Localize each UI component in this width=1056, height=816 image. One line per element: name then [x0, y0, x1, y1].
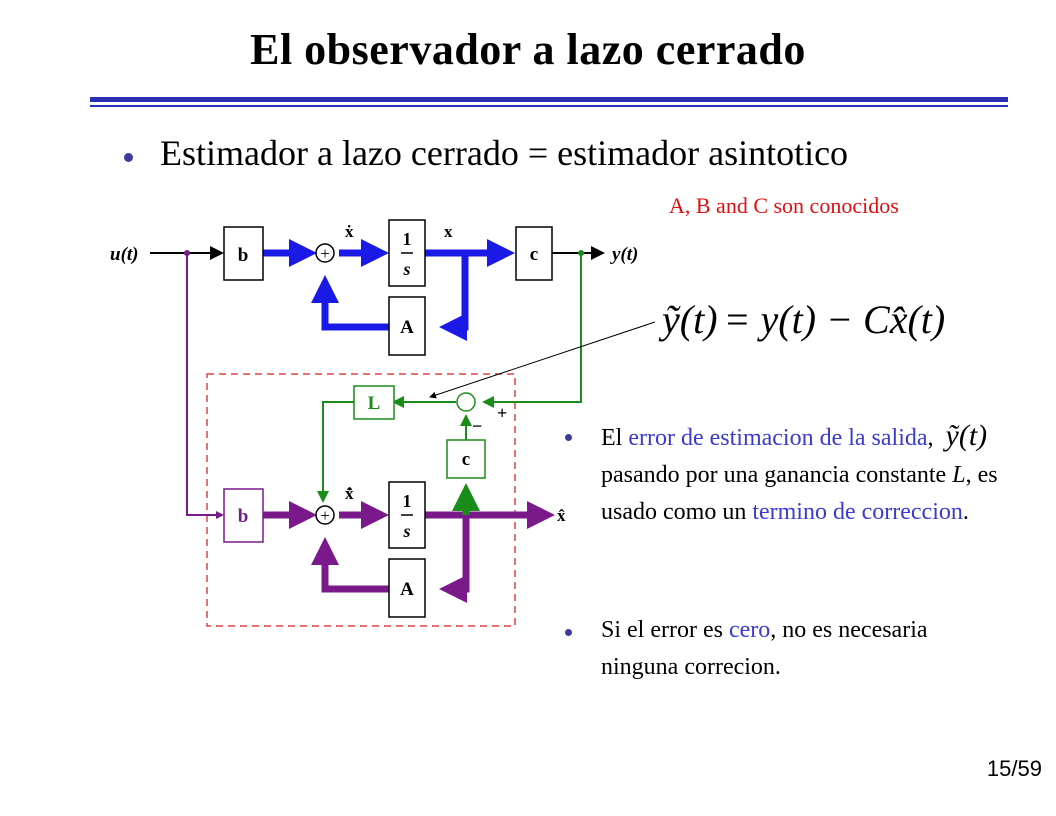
plant-b-block	[223, 226, 264, 281]
plant-x-label: x	[444, 222, 453, 241]
observer-c-block	[446, 439, 486, 479]
observer-sum-junction	[315, 505, 335, 525]
output-branch-dot	[578, 250, 584, 256]
main-bullet-text: Estimador a lazo cerrado = estimador asi…	[160, 133, 849, 173]
error-junction	[456, 392, 476, 412]
output-signal-label: y(t)	[610, 244, 638, 265]
equation-rhs: = y(t) − Cx̂(t)	[724, 297, 946, 342]
observer-A-label: A	[400, 579, 414, 600]
zero-error-bullet-text: Si el error es cero, no es necesaria nin…	[601, 617, 928, 680]
plant-sum-junction	[315, 243, 335, 263]
observer-b-label: b	[238, 506, 249, 527]
plant-sum-plus: +	[320, 244, 330, 263]
input-branch-dot	[184, 250, 190, 256]
error-minus-sign: −	[472, 416, 482, 436]
bullet-dot	[565, 629, 572, 636]
title-underline-thin	[90, 105, 1008, 107]
observer-b-block	[223, 488, 264, 543]
plant-integrator-denominator: s	[402, 259, 410, 279]
observer-integrator-denominator: s	[402, 521, 410, 541]
L-to-sum-line	[317, 401, 354, 503]
L-gain-block	[353, 385, 395, 420]
title-underline-thick	[90, 97, 1008, 102]
plant-A-to-sum	[311, 275, 389, 331]
bullet-dot	[124, 153, 133, 162]
plant-c-block	[515, 226, 553, 281]
observer-xhat-dot-label: x̂̇	[345, 484, 354, 503]
observer-A-to-sum	[311, 537, 389, 593]
observer-feedback-to-A	[439, 515, 470, 603]
plant-b-label: b	[238, 245, 249, 266]
observer-integrator-numerator: 1	[403, 491, 412, 511]
plant-integrator-numerator: 1	[403, 229, 412, 249]
plant-feedback-to-A	[439, 253, 469, 341]
observer-sum-plus: +	[320, 506, 330, 525]
slide-title: El observador a lazo cerrado	[250, 25, 806, 74]
equation-lhs: ỹ(t)	[658, 297, 718, 342]
observer-frame	[206, 373, 516, 627]
known-matrices-note: A, B and C son conocidos	[669, 193, 899, 218]
L-gain-label: L	[368, 393, 381, 414]
observer-c-label: c	[462, 449, 470, 470]
equation-pointer-arrow	[429, 321, 656, 399]
output-error-equation: ỹ(t)= y(t) − Cx̂(t)	[658, 297, 945, 342]
measured-output-line	[482, 253, 582, 408]
error-bullet-text: El error de estimacion de la salida, ỹ(t…	[601, 419, 998, 525]
observer-input-line	[186, 253, 224, 519]
plant-A-block	[388, 296, 426, 356]
observer-A-block	[388, 558, 426, 618]
page-number: 15/59	[986, 756, 1042, 781]
plant-xdot-label: ẋ	[345, 222, 354, 241]
plant-A-label: A	[400, 317, 414, 338]
plant-c-label: c	[530, 244, 538, 265]
input-signal-label: u(t)	[110, 244, 139, 265]
inline-error-symbol: ỹ(t)	[945, 419, 988, 452]
bullet-dot	[565, 434, 572, 441]
observer-xhat-label: x̂	[557, 506, 566, 525]
error-plus-sign: +	[497, 403, 507, 423]
